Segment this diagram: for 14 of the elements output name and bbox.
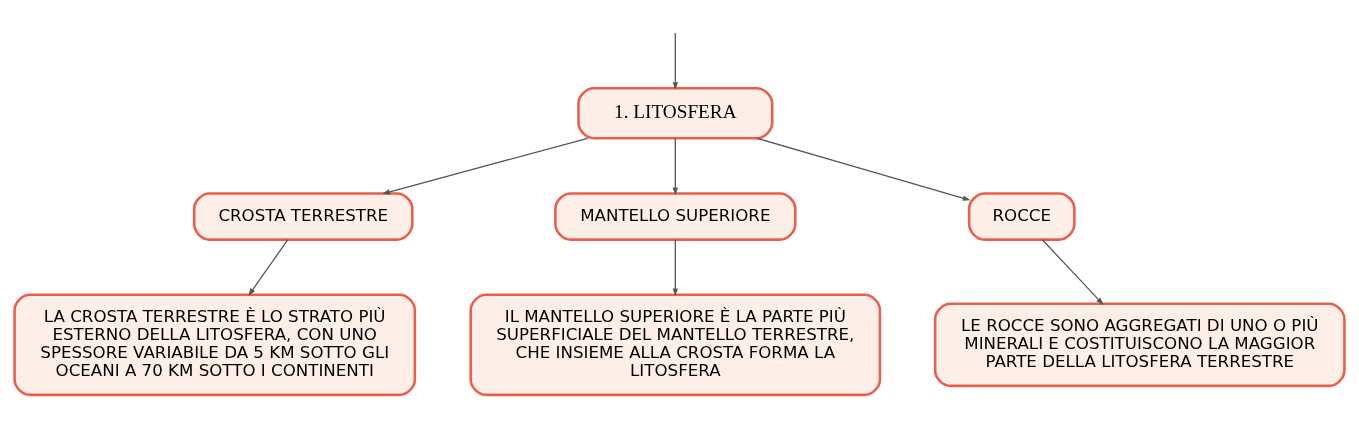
node-box: LA CROSTA TERRESTRE È LO STRATO PIÙ ESTERNO DELLA LITOSFERA, CON UNO SPESSORE VARIABILE DA 5 KM SOTTO GLI OCEANI A 70 KM SOTTO I CONTINENTI xyxy=(13,293,417,396)
arrow xyxy=(672,137,679,195)
node-box: ROCCE xyxy=(967,191,1076,241)
node-box: 1. LITOSFERA xyxy=(577,86,774,140)
arrow xyxy=(756,137,971,201)
arrow xyxy=(382,137,589,194)
arrow xyxy=(1041,238,1104,305)
arrow xyxy=(672,31,679,90)
node-box: CROSTA TERRESTRE xyxy=(192,191,414,241)
arrow xyxy=(672,238,679,296)
arrow xyxy=(248,238,289,296)
node-box: LE ROCCE SONO AGGREGATI DI UNO O PIÙ MINERALI E COSTITUISCONO LA MAGGIOR PARTE DELLA LITOSFERA TERRESTRE xyxy=(933,302,1346,387)
node-box: IL MANTELLO SUPERIORE È LA PARTE PIÙ SUPERFICIALE DEL MANTELLO TERRESTRE, CHE INSIEME ALLA CROSTA FORMA LA LITOSFERA xyxy=(469,293,882,396)
node-box: MANTELLO SUPERIORE xyxy=(554,191,797,241)
